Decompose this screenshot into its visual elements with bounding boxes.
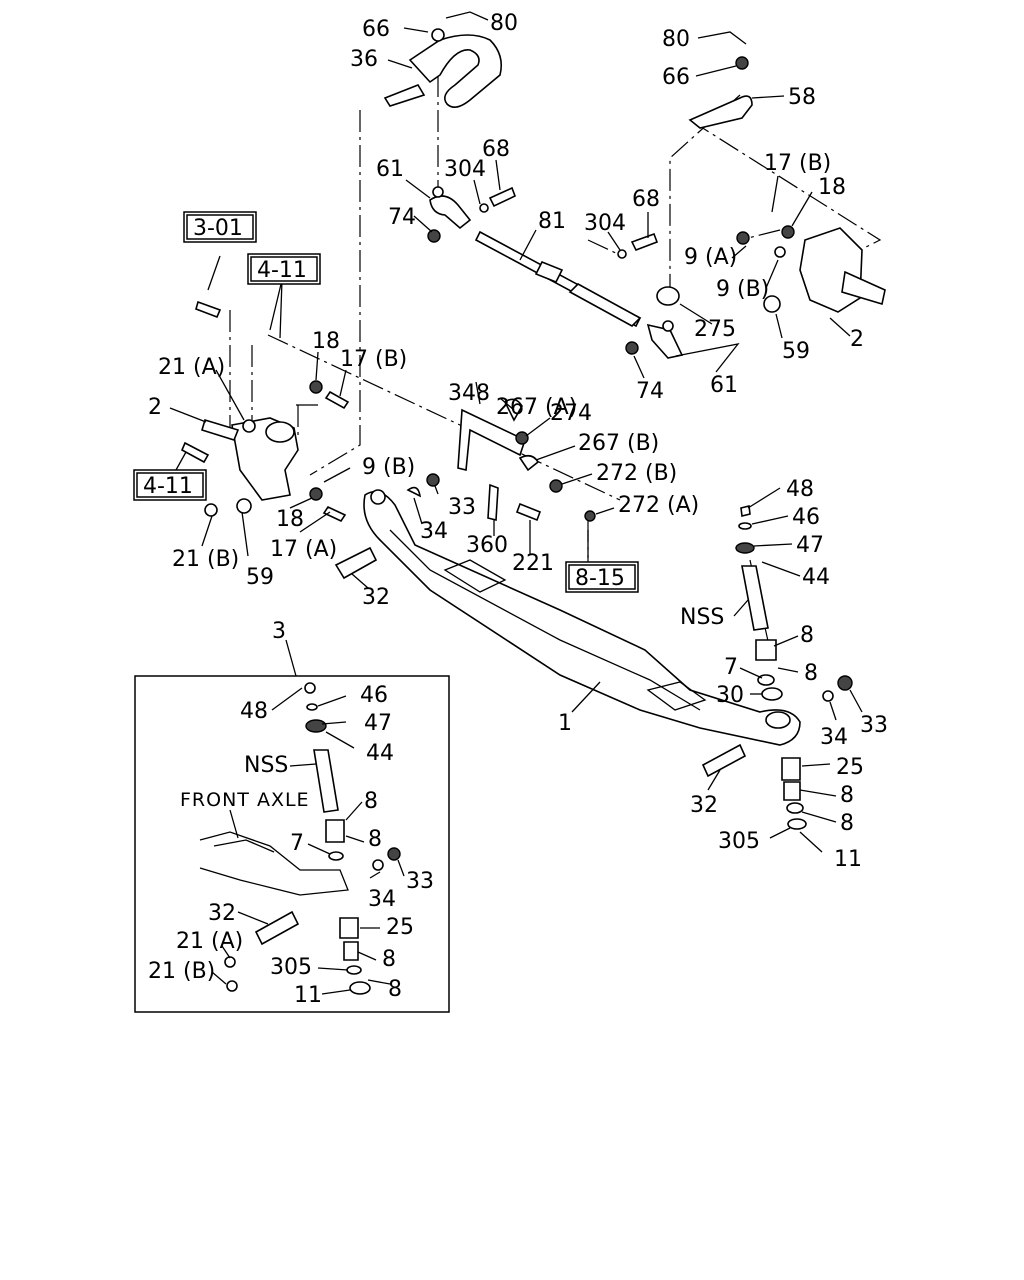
callout-labels: 80 66 36 61 304 68 74 81 304 68 80 66 58… xyxy=(148,11,888,872)
callout-74: 74 xyxy=(636,379,664,404)
callout-21a: 21 (A) xyxy=(158,355,225,380)
inset-callout-33: 33 xyxy=(406,869,434,894)
inset-callout-8: 8 xyxy=(388,977,402,1002)
callout-267a: 267 (A) xyxy=(496,395,577,420)
inset-callout-21a: 21 (A) xyxy=(176,929,243,954)
callout-272b: 272 (B) xyxy=(596,461,677,486)
inset-callout-7: 7 xyxy=(290,831,304,856)
callout-25: 25 xyxy=(836,755,864,780)
callout-8: 8 xyxy=(840,783,854,808)
inset-callout-21b: 21 (B) xyxy=(148,959,215,984)
reference-boxes: 3-01 4-11 4-11 8-15 xyxy=(133,211,639,593)
callout-48: 48 xyxy=(786,477,814,502)
inset-callout-305: 305 xyxy=(270,955,312,980)
callout-2: 2 xyxy=(148,395,162,420)
ref-box-3-01: 3-01 xyxy=(193,216,243,241)
inset-callout-46: 46 xyxy=(360,683,388,708)
callout-2: 2 xyxy=(850,327,864,352)
callout-74: 74 xyxy=(388,205,416,230)
callout-1: 1 xyxy=(558,711,572,736)
ref-box-4-11: 4-11 xyxy=(257,258,307,283)
callout-81: 81 xyxy=(538,209,566,234)
callout-61: 61 xyxy=(376,157,404,182)
callout-9b: 9 (B) xyxy=(716,277,769,302)
callout-272a: 272 (A) xyxy=(618,493,699,518)
callout-17b: 17 (B) xyxy=(764,151,831,176)
callout-66: 66 xyxy=(362,17,390,42)
callout-59: 59 xyxy=(246,565,274,590)
inset-callout-8: 8 xyxy=(368,827,382,852)
callout-360: 360 xyxy=(466,533,508,558)
callout-8: 8 xyxy=(800,623,814,648)
callout-18: 18 xyxy=(276,507,304,532)
callout-59: 59 xyxy=(782,339,810,364)
callout-68: 68 xyxy=(482,137,510,162)
inset-callout-8: 8 xyxy=(364,789,378,814)
callout-80: 80 xyxy=(662,27,690,52)
inset-callout-32: 32 xyxy=(208,901,236,926)
inset-callout-11: 11 xyxy=(294,983,322,1008)
callout-221: 221 xyxy=(512,551,554,576)
callout-275: 275 xyxy=(694,317,736,342)
callout-17b: 17 (B) xyxy=(340,347,407,372)
inset-panel xyxy=(134,675,450,1013)
callout-44: 44 xyxy=(802,565,830,590)
inset-callout-34: 34 xyxy=(368,887,396,912)
callout-9b: 9 (B) xyxy=(362,455,415,480)
callout-7: 7 xyxy=(724,655,738,680)
inset-callout-8: 8 xyxy=(382,947,396,972)
callout-18: 18 xyxy=(818,175,846,200)
callout-30: 30 xyxy=(716,683,744,708)
callout-58: 58 xyxy=(788,85,816,110)
callout-80: 80 xyxy=(490,11,518,36)
inset-caption: FRONT AXLE xyxy=(180,789,310,811)
callout-3: 3 xyxy=(272,619,286,644)
callout-32: 32 xyxy=(362,585,390,610)
callout-nss: NSS xyxy=(680,605,724,630)
callout-305: 305 xyxy=(718,829,760,854)
inset-callout-47: 47 xyxy=(364,711,392,736)
callout-304: 304 xyxy=(444,157,486,182)
parts-drawing xyxy=(169,11,886,853)
callout-33: 33 xyxy=(448,495,476,520)
inset-callout-nss: NSS xyxy=(244,753,288,778)
callout-68: 68 xyxy=(632,187,660,212)
callout-46: 46 xyxy=(792,505,820,530)
callout-34: 34 xyxy=(820,725,848,750)
ref-box-4-11: 4-11 xyxy=(143,474,193,499)
ref-box-8-15: 8-15 xyxy=(575,566,625,591)
callout-304: 304 xyxy=(584,211,626,236)
inset-callout-48: 48 xyxy=(240,699,268,724)
callout-33: 33 xyxy=(860,713,888,738)
callout-61: 61 xyxy=(710,373,738,398)
inset-callout-44: 44 xyxy=(366,741,394,766)
callout-9a: 9 (A) xyxy=(684,245,737,270)
callout-348: 348 xyxy=(448,381,490,406)
callout-34: 34 xyxy=(420,519,448,544)
callout-66: 66 xyxy=(662,65,690,90)
callout-18: 18 xyxy=(312,329,340,354)
callout-17a: 17 (A) xyxy=(270,537,337,562)
callout-274: 274 xyxy=(550,401,592,426)
callout-8: 8 xyxy=(840,811,854,836)
callout-11: 11 xyxy=(834,847,862,872)
inset-labels: FRONT AXLE 48 46 47 44 NSS 8 7 8 34 33 3… xyxy=(148,683,434,1008)
callout-8: 8 xyxy=(804,661,818,686)
callout-36: 36 xyxy=(350,47,378,72)
inset-callout-25: 25 xyxy=(386,915,414,940)
callout-267b: 267 (B) xyxy=(578,431,659,456)
callout-47: 47 xyxy=(796,533,824,558)
callout-32: 32 xyxy=(690,793,718,818)
callout-21b: 21 (B) xyxy=(172,547,239,572)
